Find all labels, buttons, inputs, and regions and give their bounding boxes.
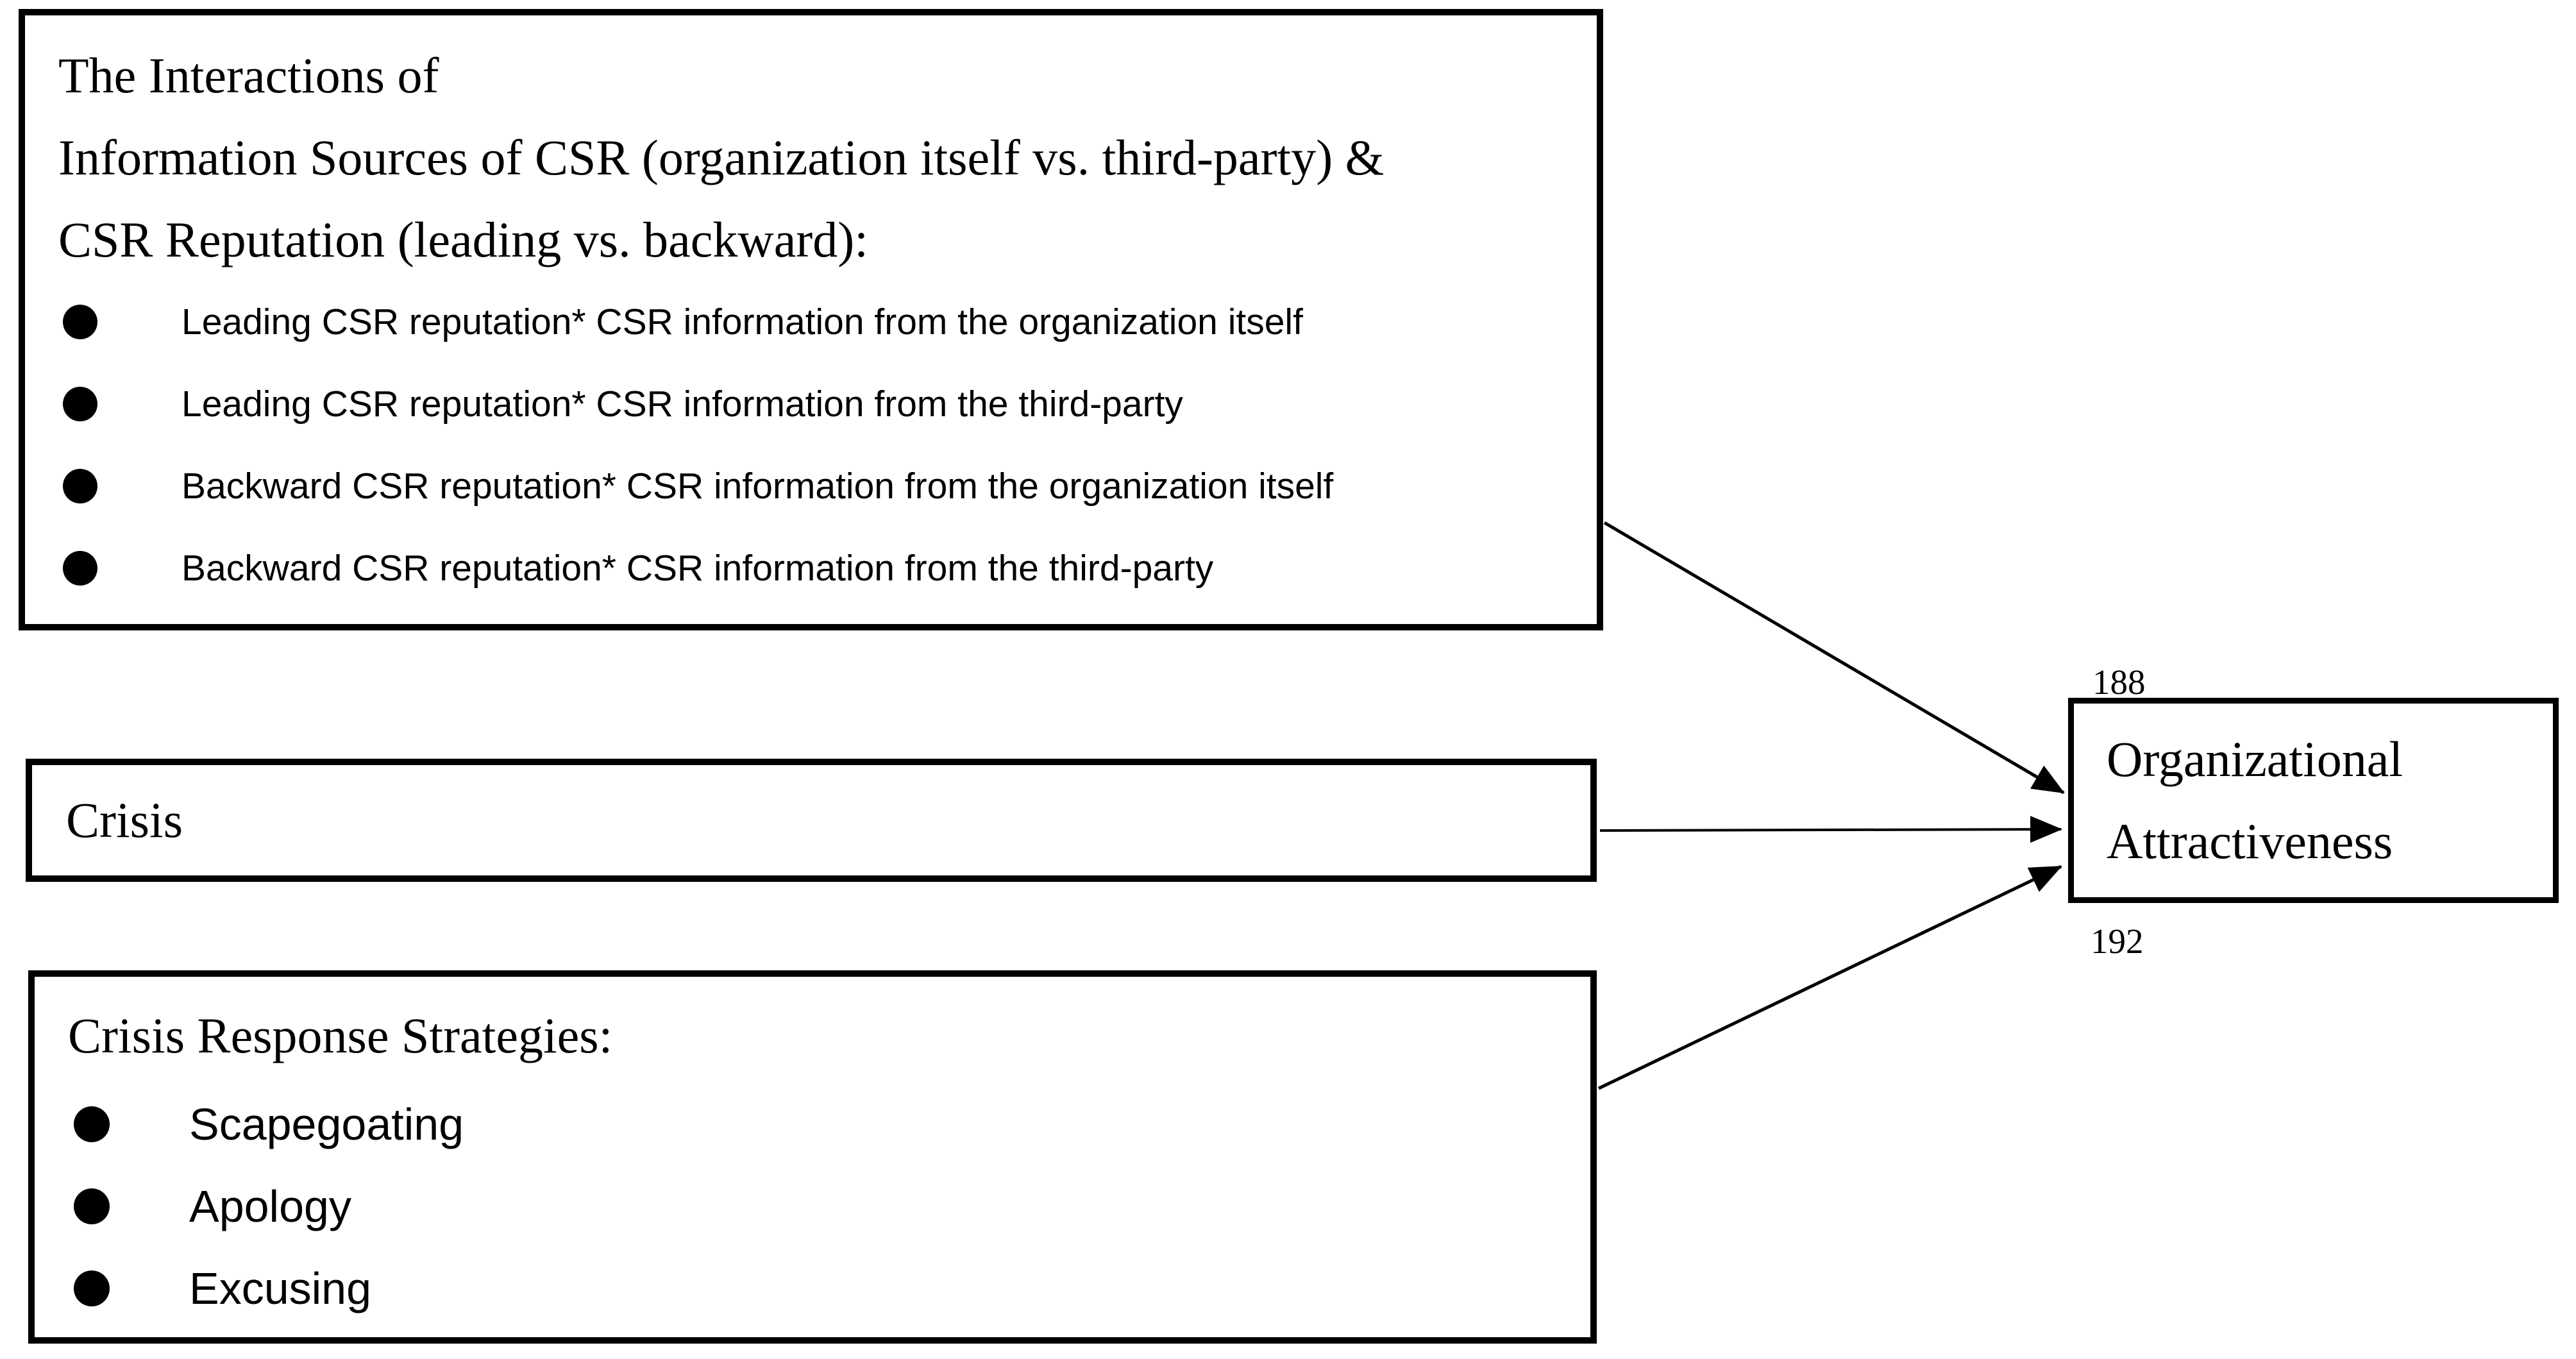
- list-item: Backward CSR reputation* CSR information…: [58, 445, 1578, 527]
- margin-line-number-bottom: 192: [2091, 922, 2144, 961]
- bullet-label: Scapegoating: [189, 1099, 464, 1149]
- crisis-box: Crisis: [26, 759, 1597, 882]
- response-box: Crisis Response Strategies: Scapegoating…: [28, 970, 1597, 1344]
- interaction-title-line-1: The Interactions of: [58, 47, 439, 103]
- list-item: Scapegoating: [68, 1083, 1571, 1165]
- bullet-dot-icon: [74, 1106, 110, 1142]
- bullet-label: Excusing: [189, 1263, 372, 1313]
- bullet-label: Apology: [189, 1181, 351, 1231]
- response-title: Crisis Response Strategies:: [68, 1008, 613, 1063]
- list-item: Leading CSR reputation* CSR information …: [58, 281, 1578, 363]
- arrow-response-to-outcome: [1597, 865, 2062, 1090]
- bullet-dot-icon: [63, 469, 97, 503]
- response-bullet-list: Scapegoating Apology Excusing: [68, 1083, 1571, 1329]
- bullet-dot-icon: [63, 387, 97, 421]
- outcome-box: Organizational Attractiveness: [2068, 698, 2559, 903]
- bullet-label: Backward CSR reputation* CSR information…: [181, 548, 1214, 589]
- list-item: Apology: [68, 1165, 1571, 1247]
- bullet-label: Leading CSR reputation* CSR information …: [181, 384, 1183, 425]
- bullet-label: Leading CSR reputation* CSR information …: [181, 301, 1303, 342]
- bullet-label: Backward CSR reputation* CSR information…: [181, 466, 1334, 507]
- list-item: Excusing: [68, 1247, 1571, 1329]
- bullet-dot-icon: [63, 551, 97, 586]
- list-item: Leading CSR reputation* CSR information …: [58, 363, 1578, 445]
- margin-line-number-top: 188: [2092, 663, 2146, 702]
- arrow-crisis-to-outcome: [1599, 816, 2062, 843]
- bullet-dot-icon: [74, 1188, 110, 1224]
- outcome-label-line-1: Organizational: [2107, 731, 2403, 787]
- arrow-interactions-to-outcome: [1603, 521, 2065, 795]
- interaction-bullet-list: Leading CSR reputation* CSR information …: [58, 281, 1578, 609]
- list-item: Backward CSR reputation* CSR information…: [58, 527, 1578, 609]
- crisis-label: Crisis: [66, 792, 183, 848]
- interaction-title-line-2: Information Sources of CSR (organization…: [58, 130, 1385, 185]
- outcome-label-line-2: Attractiveness: [2107, 813, 2393, 869]
- bullet-dot-icon: [74, 1270, 110, 1306]
- bullet-dot-icon: [63, 305, 97, 339]
- interaction-box: The Interactions of Information Sources …: [19, 9, 1603, 630]
- interaction-title-line-3: CSR Reputation (leading vs. backward):: [58, 212, 868, 267]
